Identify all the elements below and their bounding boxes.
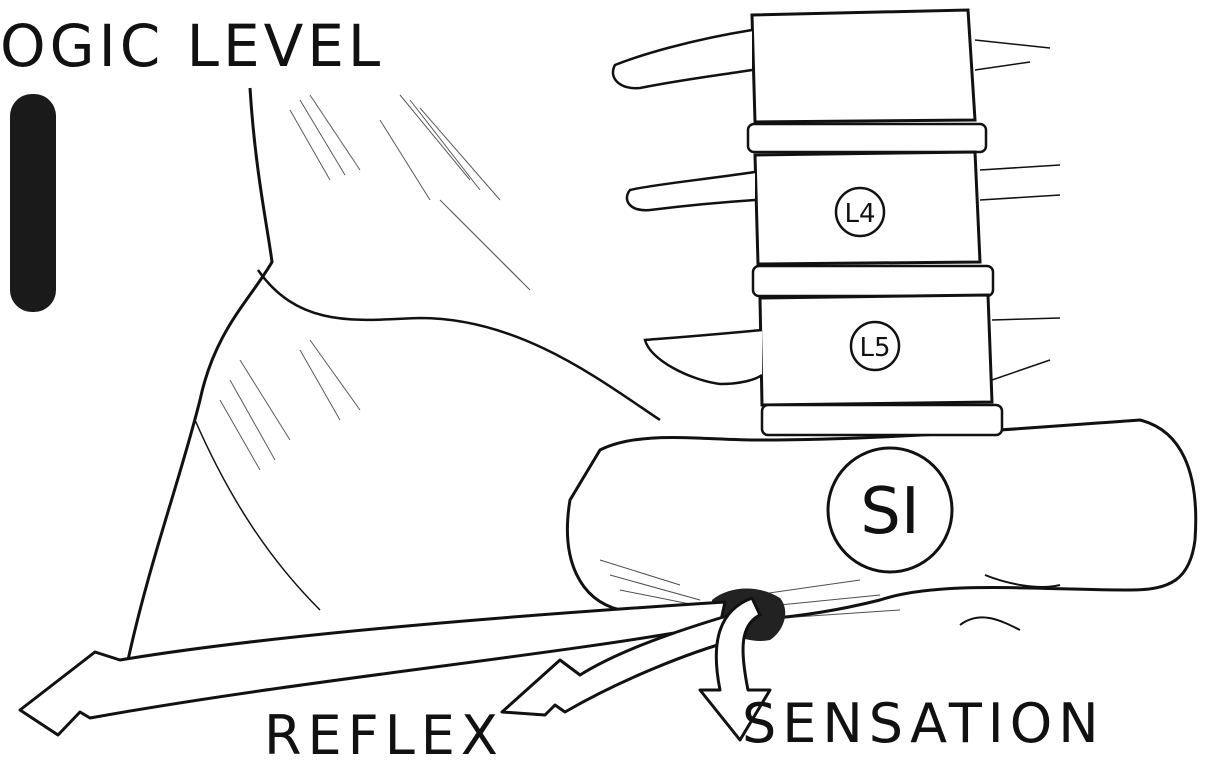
disc-l3-l4	[748, 124, 986, 152]
disc-l4-l5	[753, 266, 993, 296]
l5-label: L5	[859, 333, 890, 363]
level-bar	[10, 94, 56, 312]
vertebra-l5: L5	[645, 295, 992, 405]
s1-label: SI	[860, 475, 920, 549]
heading-level: OGIC LEVEL	[0, 12, 384, 80]
l4-label: L4	[844, 199, 875, 229]
anatomy-drawing: L4 L5 SI	[0, 0, 1207, 746]
reflex-label: REFLEX	[264, 704, 504, 767]
disc-l5-s1	[762, 405, 1002, 435]
lumbosacral-illustration: L4 L5 SI OGIC LEVEL	[0, 0, 1207, 746]
vertebra-l4: L4	[627, 152, 980, 264]
vertebra-l3	[613, 10, 975, 122]
